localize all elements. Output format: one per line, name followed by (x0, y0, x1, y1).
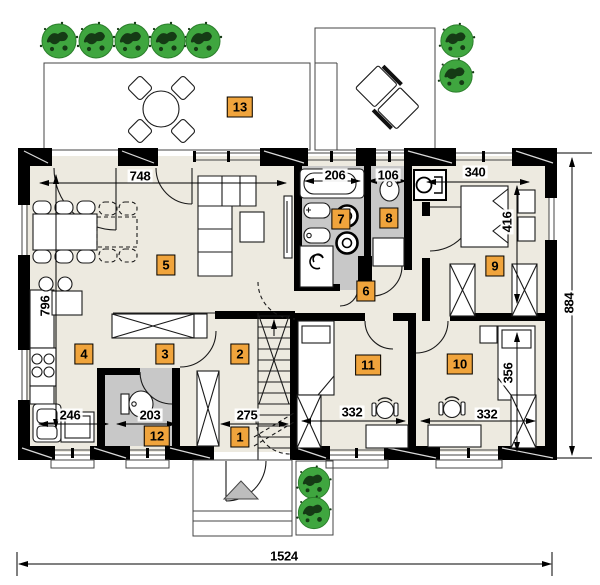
room-label-3: 3 (155, 343, 175, 365)
dim-living-width: 748 (127, 168, 153, 184)
dim-wc-width: 106 (375, 167, 401, 183)
terrace-table-and-chairs (127, 75, 196, 144)
dim-kitchen-width: 246 (57, 407, 83, 423)
room-label-5: 5 (156, 254, 176, 276)
windows (21, 151, 555, 469)
entrance-arrow (222, 480, 260, 500)
dim-bedroom10-length: 356 (500, 360, 516, 386)
entrance-porch (192, 459, 334, 537)
dimension-lines (16, 152, 592, 576)
room-label-4: 4 (74, 343, 94, 365)
garden-bushes (39, 21, 476, 93)
room-label-7: 7 (331, 208, 351, 230)
hob (29, 347, 57, 387)
dining-table (32, 200, 138, 264)
wall-hatching (21, 150, 554, 459)
desk (427, 424, 482, 448)
hall-wardrobes (111, 313, 220, 447)
dim-building-width: 1524 (268, 548, 300, 564)
planter (295, 460, 334, 536)
dim-bedroom11-width: 332 (339, 404, 365, 420)
room-label-10: 10 (446, 353, 474, 375)
shower (299, 245, 334, 288)
dim-bedroom9-width: 340 (462, 164, 488, 180)
room-label-2: 2 (230, 343, 250, 365)
room-label-9: 9 (485, 255, 505, 277)
wc8-cabinet (372, 237, 405, 267)
coffee-table (239, 211, 265, 243)
room-label-12: 12 (143, 425, 171, 447)
dim-building-height: 884 (561, 290, 577, 316)
desk (365, 424, 409, 449)
dim-bedroom10-width: 332 (474, 406, 500, 422)
dim-bath-width: 206 (322, 167, 348, 183)
wardrobe (449, 263, 538, 317)
bedroom9-furniture (449, 185, 538, 317)
sofa (197, 175, 257, 277)
room-label-8: 8 (379, 207, 399, 229)
dim-entry-width: 275 (234, 407, 260, 423)
dim-wc12-width: 203 (137, 407, 163, 423)
room-label-1: 1 (230, 426, 250, 448)
room-label-6: 6 (356, 280, 376, 302)
lounge-chair (355, 64, 419, 130)
chimney-vent (413, 169, 447, 201)
dim-bedroom9-length: 416 (499, 209, 515, 235)
room-label-11: 11 (355, 354, 381, 376)
room-label-13: 13 (226, 96, 254, 118)
dim-left-height: 796 (37, 293, 53, 319)
tv-unit (283, 195, 293, 259)
